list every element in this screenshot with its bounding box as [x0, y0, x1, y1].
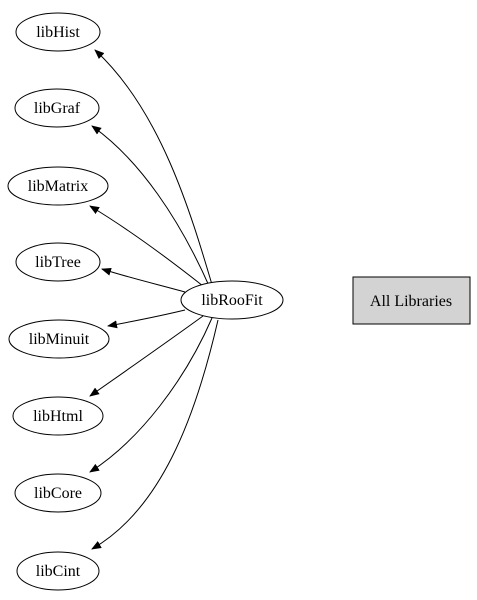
edge-libroofit-libminuit	[107, 309, 186, 329]
node-libcore[interactable]: libCore	[14, 473, 102, 513]
edge-libroofit-libmatrix	[89, 205, 204, 287]
node-libcint-label: libCint	[36, 563, 81, 580]
node-libgraf[interactable]: libGraf	[14, 88, 100, 128]
node-libhist-label: libHist	[36, 24, 80, 41]
node-libcore-label: libCore	[34, 485, 82, 502]
node-libminuit-label: libMinuit	[29, 331, 90, 348]
node-libtree-label: libTree	[35, 254, 81, 271]
edge-libroofit-libhist	[94, 49, 214, 289]
edge-libroofit-libtree	[101, 267, 186, 293]
all-libraries-button-label: All Libraries	[370, 293, 452, 310]
edge-libroofit-libcint	[91, 319, 219, 550]
node-libtree[interactable]: libTree	[15, 242, 101, 282]
edge-libroofit-libcore	[89, 317, 213, 473]
node-libcint[interactable]: libCint	[16, 551, 100, 591]
node-libhist[interactable]: libHist	[15, 12, 101, 52]
node-libroofit-label: libRooFit	[201, 292, 263, 309]
node-libmatrix[interactable]: libMatrix	[7, 166, 109, 206]
edge-libroofit-libhtml	[89, 315, 204, 397]
node-libgraf-label: libGraf	[34, 100, 81, 117]
edge-libroofit-libgraf	[91, 125, 211, 289]
node-libhtml-label: libHtml	[33, 408, 83, 425]
node-libmatrix-label: libMatrix	[28, 178, 88, 195]
node-libhtml[interactable]: libHtml	[12, 396, 104, 436]
node-libminuit[interactable]: libMinuit	[8, 319, 110, 359]
all-libraries-button[interactable]: All Libraries	[352, 276, 471, 325]
node-libroofit[interactable]: libRooFit	[180, 280, 284, 320]
